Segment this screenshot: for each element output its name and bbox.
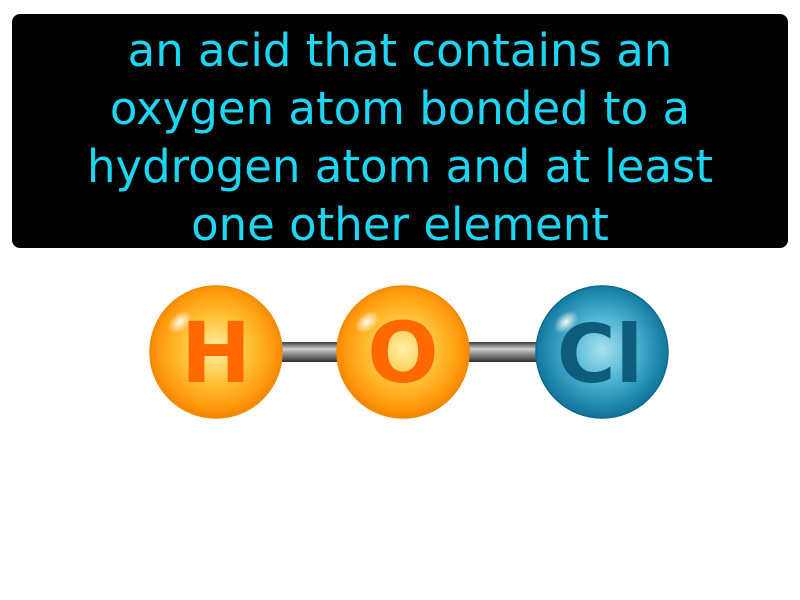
- bond-o-cl: [466, 342, 542, 362]
- atom-symbol-h: H: [181, 304, 251, 402]
- definition-line-3: hydrogen atom and at least: [86, 140, 714, 193]
- atom-symbol-cl: Cl: [557, 308, 643, 401]
- atom-oxygen: O: [336, 285, 470, 419]
- bond-h-o: [280, 342, 342, 362]
- atom-chlorine: Cl: [535, 285, 669, 419]
- definition-line-2: oxygen atom bonded to a: [109, 82, 691, 135]
- definition-line-1: an acid that contains an: [127, 24, 673, 77]
- definition-line-4: one other element: [191, 198, 609, 251]
- definition-box: an acid that contains an oxygen atom bon…: [12, 14, 788, 251]
- atom-symbol-o: O: [367, 304, 438, 402]
- atom-hydrogen: H: [149, 285, 283, 419]
